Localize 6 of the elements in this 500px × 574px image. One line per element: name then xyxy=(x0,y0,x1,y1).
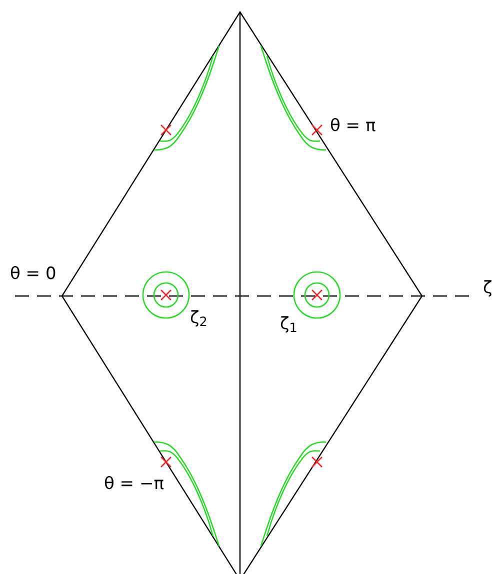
math-label: ζ$_{2}$ xyxy=(190,310,208,327)
math-label: ζ xyxy=(483,280,492,297)
math-label: θ = 0 xyxy=(10,266,56,283)
math-label: ζ$_{1}$ xyxy=(280,316,298,333)
math-label: θ = −π xyxy=(104,476,164,493)
math-label: θ = π xyxy=(330,118,376,135)
